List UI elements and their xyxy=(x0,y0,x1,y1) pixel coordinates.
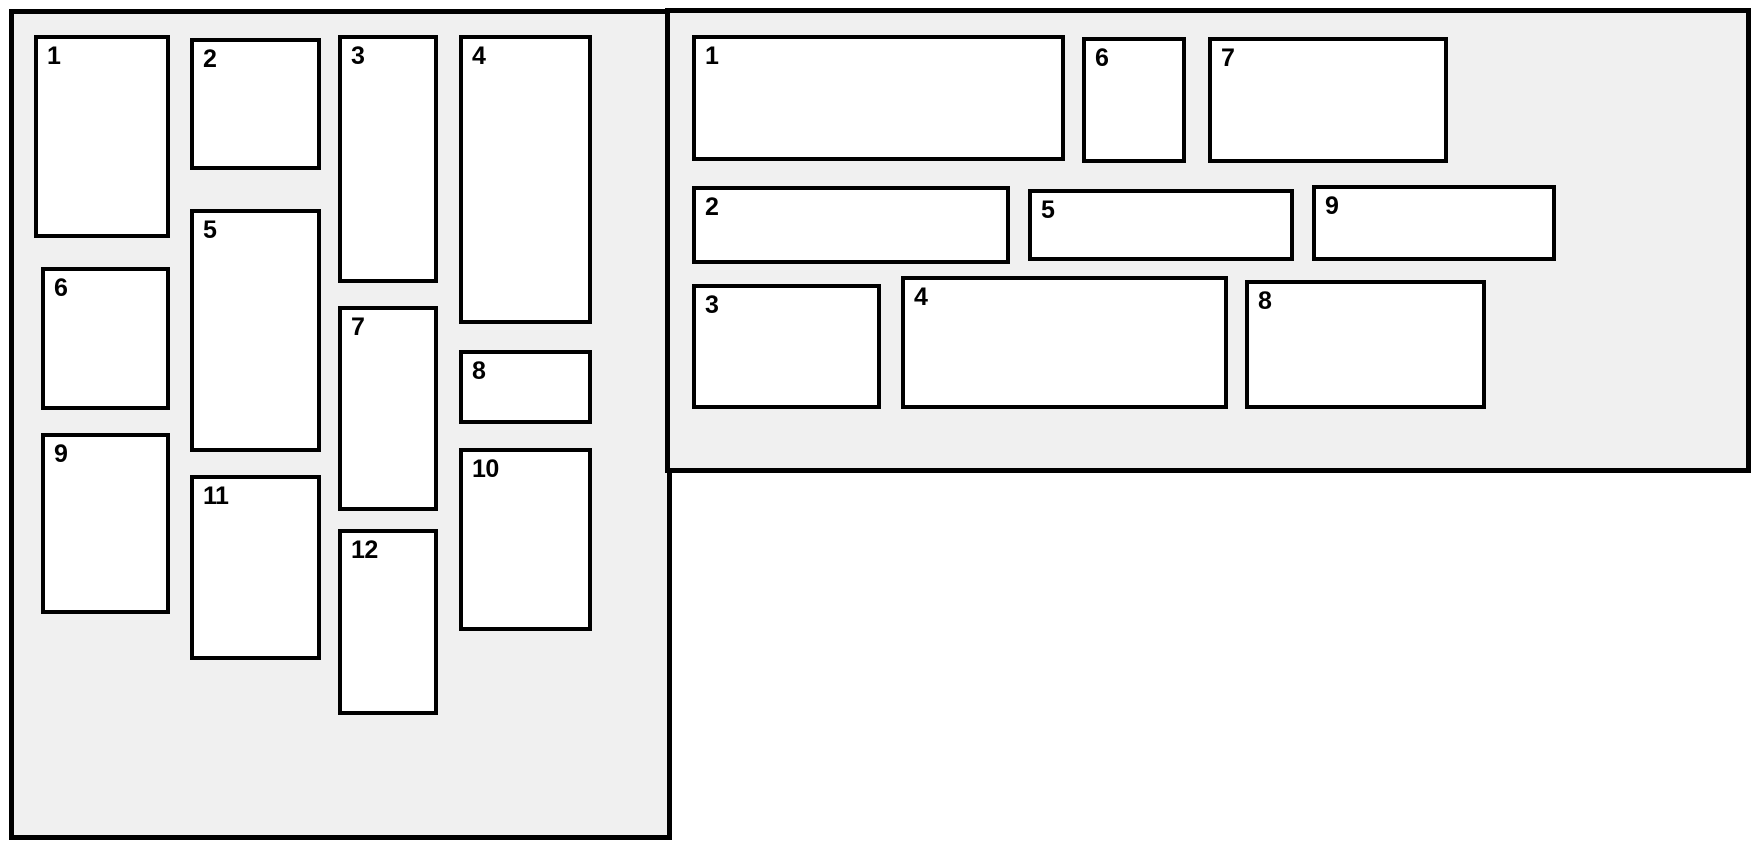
layout-panel-right-page-layout: 1 2 3 4 5 6 7 8 9 xyxy=(665,8,1751,473)
layout-region-5[interactable]: 5 xyxy=(1028,189,1294,261)
layout-region-3[interactable]: 3 xyxy=(338,35,438,283)
region-order-number: 4 xyxy=(914,283,928,311)
layout-region-10[interactable]: 10 xyxy=(459,448,592,631)
layout-region-12[interactable]: 12 xyxy=(338,529,438,715)
layout-region-4[interactable]: 4 xyxy=(459,35,592,324)
layout-region-9[interactable]: 9 xyxy=(41,433,170,614)
region-order-number: 4 xyxy=(472,42,486,70)
region-order-number: 1 xyxy=(705,42,719,70)
region-order-number: 9 xyxy=(54,440,68,468)
region-order-number: 12 xyxy=(351,536,378,564)
layout-region-6[interactable]: 6 xyxy=(1082,37,1186,163)
layout-region-1[interactable]: 1 xyxy=(692,35,1065,161)
region-order-number: 5 xyxy=(203,216,217,244)
region-order-number: 10 xyxy=(472,455,499,483)
region-order-number: 9 xyxy=(1325,192,1339,220)
region-order-number: 2 xyxy=(705,193,719,221)
layout-region-2[interactable]: 2 xyxy=(692,186,1010,264)
layout-region-6[interactable]: 6 xyxy=(41,267,170,410)
region-order-number: 8 xyxy=(1258,287,1272,315)
region-order-number: 7 xyxy=(1221,44,1235,72)
region-order-number: 8 xyxy=(472,357,486,385)
layout-region-11[interactable]: 11 xyxy=(190,475,321,660)
layout-region-5[interactable]: 5 xyxy=(190,209,321,452)
layout-region-7[interactable]: 7 xyxy=(338,306,438,511)
region-order-number: 5 xyxy=(1041,196,1055,224)
region-order-number: 3 xyxy=(351,42,365,70)
region-order-number: 6 xyxy=(1095,44,1109,72)
layout-region-8[interactable]: 8 xyxy=(1245,280,1486,409)
region-order-number: 1 xyxy=(47,42,61,70)
layout-region-3[interactable]: 3 xyxy=(692,284,881,409)
layout-region-7[interactable]: 7 xyxy=(1208,37,1448,163)
region-order-number: 2 xyxy=(203,45,217,73)
layout-region-2[interactable]: 2 xyxy=(190,38,321,170)
layout-region-4[interactable]: 4 xyxy=(901,276,1228,409)
layout-region-8[interactable]: 8 xyxy=(459,350,592,424)
region-order-number: 6 xyxy=(54,274,68,302)
region-order-number: 7 xyxy=(351,313,365,341)
layout-region-1[interactable]: 1 xyxy=(34,35,170,238)
layout-region-9[interactable]: 9 xyxy=(1312,185,1556,261)
region-order-number: 11 xyxy=(203,482,229,510)
region-order-number: 3 xyxy=(705,291,719,319)
